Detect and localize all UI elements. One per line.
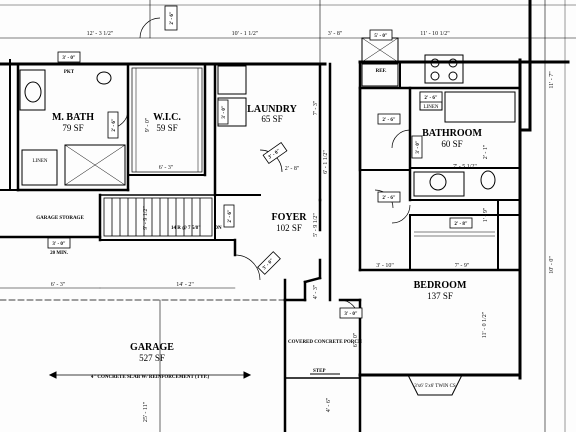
room-area-bathroom: 60 SF — [441, 139, 462, 149]
dim-top-1: 12' - 3 1/2" — [87, 31, 114, 37]
dim-wic-inner: 9' - 0" — [145, 117, 151, 132]
bathtub — [444, 91, 516, 123]
room-area-laundry: 65 SF — [261, 114, 282, 124]
door-tag-14: 5' - 0" — [374, 34, 388, 39]
door-tag-10: 3' - 0" — [416, 140, 421, 154]
dim-bedroom-right: 7' - 9" — [455, 263, 470, 269]
label-linen-1: LINEN — [33, 159, 48, 164]
label-window: 3'x6' 5'x6' TWIN CS — [414, 384, 456, 389]
dim-wic-bottom: 6' - 3" — [159, 165, 174, 171]
door-tag-12: 2' - 8" — [454, 222, 468, 227]
dim-garage-left: 6' - 3" — [51, 282, 66, 288]
dim-porch-side-2: 4' - 6" — [326, 397, 332, 412]
dim-bath-width: 7' - 5 1/2" — [453, 164, 477, 170]
door-tag-3: 2' - 6" — [112, 118, 117, 132]
refrigerator — [361, 63, 399, 87]
door-tag-2: 2' - 6" — [170, 11, 175, 25]
label-dn: DN — [214, 226, 222, 231]
door-tag-13: 3' - 0" — [52, 242, 66, 247]
door-tag-5: 3' - 0" — [268, 149, 282, 161]
room-area-bedroom: 137 SF — [427, 291, 453, 301]
shower-stall — [21, 149, 58, 186]
label-20-min: 20 MIN. — [50, 251, 69, 256]
dim-laundry-side: 7' - 3" — [313, 100, 319, 115]
label-ref: REF. — [376, 69, 388, 74]
room-name-laundry: LAUNDRY — [247, 104, 297, 115]
dim-bedroom-left: 3' - 10" — [376, 263, 394, 269]
dim-porch-side: 6' - 0" — [353, 332, 359, 347]
vanity — [19, 69, 46, 111]
label-linen-2: LINEN — [424, 105, 439, 110]
stair-treads — [103, 197, 213, 237]
dim-bedroom-side: 11' - 0 1/2" — [482, 311, 488, 338]
fixtures — [19, 17, 516, 396]
dim-right-2: 10' - 0" — [549, 256, 555, 274]
door-tag-15: 2' - 6" — [424, 96, 438, 101]
room-name-bedroom: BEDROOM — [414, 280, 467, 291]
dim-top-2: 10' - 1 1/2" — [232, 31, 259, 37]
label-slab: 4" CONCRETE SLAB W/ REINFORCEMENT (TYP.) — [91, 375, 210, 380]
label-pkt: PKT — [64, 70, 75, 75]
label-stair: 14 R @ 7 5/8" — [171, 226, 201, 231]
room-name-wic: W.I.C. — [153, 112, 181, 123]
room-name-bathroom: BATHROOM — [422, 128, 482, 139]
door-tag-9: 2' - 6" — [382, 118, 396, 123]
door-tag-1: 3' - 0" — [62, 56, 76, 61]
door-tag-8: 3' - 0" — [344, 312, 358, 317]
dim-bath-left: 1' - 9" — [483, 207, 489, 222]
toilet — [96, 71, 112, 85]
dim-top-4: 11' - 10 1/2" — [420, 31, 450, 37]
door-tag-6: 2' - 6" — [228, 209, 233, 223]
dim-bath-side: 2' - 1" — [483, 144, 489, 159]
dim-foyer-side-2: 6' - 1 1/2" — [323, 150, 329, 174]
label-step: STEP — [313, 369, 326, 374]
bath-toilet — [480, 170, 496, 190]
dim-garage-bottom: 25' - 11" — [143, 401, 149, 422]
room-area-garage: 527 SF — [139, 353, 165, 363]
door-tag-4: 3' - 0" — [222, 105, 227, 119]
dim-right-1: 11' - 7" — [549, 71, 555, 89]
room-name-garage-storage: GARAGE STORAGE — [36, 216, 84, 221]
room-area-foyer: 102 SF — [276, 223, 302, 233]
dim-hall: 4' - 3" — [313, 284, 319, 299]
dim-garage-mid: 14' - 2" — [176, 282, 194, 288]
dim-stair: 9' - 9 1/2" — [143, 206, 149, 230]
bath-sink — [429, 173, 447, 191]
range — [424, 54, 464, 84]
door-tag-11: 2' - 6" — [382, 196, 396, 201]
washer — [217, 65, 247, 95]
room-name-m-bath: M. BATH — [52, 112, 94, 123]
dim-laundry-door: 2' - 8" — [285, 166, 300, 172]
dim-top-3: 3' - 8" — [328, 31, 343, 37]
room-name-foyer: FOYER — [272, 212, 308, 223]
label-porch: COVERED CONCRETE PORCH — [288, 340, 362, 345]
room-area-m-bath: 79 SF — [62, 123, 83, 133]
door-tags — [47, 5, 473, 319]
room-area-wic: 59 SF — [156, 123, 177, 133]
room-name-garage: GARAGE — [130, 342, 174, 353]
dim-foyer-side: 5' - 9 1/2" — [313, 213, 319, 237]
